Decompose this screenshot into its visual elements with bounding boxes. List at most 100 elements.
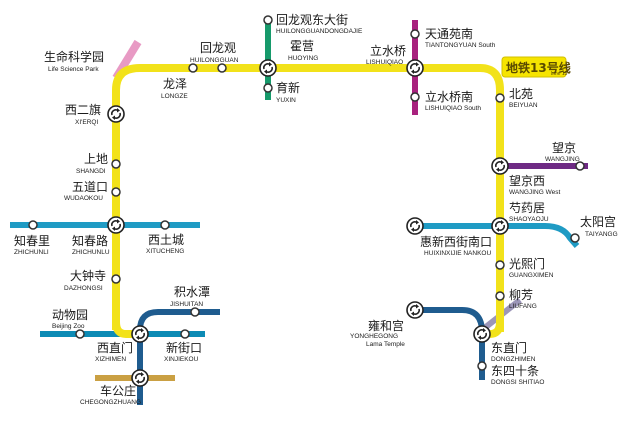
transfer-dongzhimen-icon[interactable]: [473, 325, 491, 343]
station-dongsishitiao[interactable]: [477, 361, 487, 371]
transfer-yonghegong-icon[interactable]: [406, 301, 424, 319]
label-dongzhimen: 东直门: [491, 340, 527, 355]
label-yonghegong: 雍和宫: [368, 318, 404, 333]
label-shaoyaoju: 芍药居: [509, 201, 545, 215]
label-dazhongsi-en: DAZHONGSI: [64, 285, 103, 292]
station-xitucheng[interactable]: [160, 220, 170, 230]
label-xierqi: 西二旗: [65, 102, 101, 117]
label-huilongguandongdajie: 回龙观东大街: [276, 13, 348, 27]
label-zhichunlu-en: ZHICHUNLU: [72, 249, 110, 256]
label-dongwuyuan-en: Beijing Zoo: [52, 323, 85, 330]
label-zhichunli-en: ZHICHUNLI: [14, 249, 49, 256]
label-yuxin-en: YUXIN: [276, 97, 296, 104]
line-13-bend-xizhimen: [112, 321, 140, 338]
label-yonghegong-en: YONGHEGONG: [350, 333, 398, 340]
transfer-zhichunlu-icon[interactable]: [107, 216, 125, 234]
label-dongzhimen-en: DONGZHIMEN: [491, 356, 536, 363]
label-xinjiekou-en: XINJIEKOU: [164, 356, 199, 363]
station-huilongguan[interactable]: [217, 63, 227, 73]
label-guangximen: 光熙门: [509, 256, 545, 271]
station-liufang[interactable]: [495, 291, 505, 301]
transfer-lishuiqiao-icon[interactable]: [406, 59, 424, 77]
label-chegongzhuang-en: CHEGONGZHUANG: [80, 399, 141, 406]
station-taiyanggong[interactable]: [570, 233, 580, 243]
station-labels: 生命科学园 Life Science Park 西二旗 XI'ERQI 龙泽 L…: [14, 13, 618, 406]
label-huoying: 霍营: [290, 39, 314, 53]
station-guangximen[interactable]: [495, 260, 505, 270]
label-shangdi: 上地: [84, 152, 108, 166]
label-taiyanggong: 太阳宫: [580, 214, 616, 229]
label-tiantongyuannan-en: TIANTONGYUAN South: [425, 42, 496, 49]
station-dongwuyuan[interactable]: [75, 329, 85, 339]
station-xinjiekou[interactable]: [180, 329, 190, 339]
label-wangjingxi: 望京西: [509, 174, 545, 188]
label-shengmingkexueyuan: 生命科学园: [44, 49, 104, 64]
transfer-huixinxijienankou-icon[interactable]: [406, 217, 424, 235]
label-zhichunli: 知春里: [14, 234, 50, 248]
label-huixinxijienankou: 惠新西街南口: [420, 234, 492, 249]
label-xitucheng-en: XITUCHENG: [146, 248, 184, 255]
station-yuxin[interactable]: [263, 83, 273, 93]
station-lishuiqiaonan[interactable]: [410, 92, 420, 102]
label-wudaokou-en: WUDAOKOU: [64, 195, 103, 202]
line-13-badge: 地铁13号线 Line 13: [501, 56, 571, 78]
label-beiyuan-en: BEIYUAN: [509, 102, 538, 109]
label-huilongguan: 回龙观: [200, 41, 236, 55]
label-longze-en: LONGZE: [161, 93, 188, 100]
line-10-east: [408, 223, 580, 248]
label-yonghegong-en2: Lama Temple: [366, 341, 405, 348]
label-tiantongyuannan: 天通苑南: [425, 26, 473, 41]
station-shangdi[interactable]: [111, 159, 121, 169]
station-jishuitan[interactable]: [190, 307, 200, 317]
transfer-shaoyaoju-icon[interactable]: [491, 217, 509, 235]
label-xitucheng: 西土城: [148, 233, 184, 247]
label-lishuiqiaonan: 立水桥南: [425, 89, 473, 104]
label-guangximen-en: GUANGXIMEN: [509, 272, 554, 279]
label-xinjiekou: 新街口: [166, 340, 202, 355]
line-2-east: [408, 307, 485, 380]
label-wudaokou: 五道口: [72, 180, 108, 194]
label-chegongzhuang: 车公庄: [100, 383, 136, 398]
label-jishuitan-en: JISHUITAN: [170, 301, 203, 308]
label-huilongguandongdajie-en: HUILONGGUANDONGDAJIE: [276, 28, 363, 35]
label-zhichunlu: 知春路: [72, 233, 108, 248]
transfer-wangjingxi-icon[interactable]: [491, 157, 509, 175]
station-longze[interactable]: [188, 63, 198, 73]
label-wangjingxi-en: WANGJING West: [509, 189, 560, 196]
station-dazhongsi[interactable]: [111, 274, 121, 284]
transfer-xizhimen-icon[interactable]: [131, 325, 149, 343]
station-zhichunli[interactable]: [28, 220, 38, 230]
label-dongwuyuan: 动物园: [52, 308, 88, 322]
transfer-huoying-icon[interactable]: [259, 59, 277, 77]
label-shaoyaoju-en: SHAOYAOJU: [509, 216, 549, 223]
label-xizhimen-en: XIZHIMEN: [95, 356, 126, 363]
label-lishuiqiaonan-en: LISHUIQIAO South: [425, 105, 481, 112]
label-wangjing-en: WANGJING: [545, 156, 580, 163]
station-wudaokou[interactable]: [111, 187, 121, 197]
label-yuxin: 育新: [276, 80, 300, 95]
label-taiyanggong-en: TAIYANGG: [585, 231, 618, 238]
label-longze: 龙泽: [163, 77, 187, 91]
badge-title: 地铁13号线: [506, 60, 571, 75]
badge-subtitle: Line 13: [551, 71, 568, 77]
line-13: [112, 64, 504, 332]
transfer-xierqi-icon[interactable]: [107, 105, 125, 123]
label-huilongguan-en: HUILONGGUAN: [190, 57, 239, 64]
label-shangdi-en: SHANGDI: [76, 168, 106, 175]
label-beiyuan: 北苑: [509, 87, 533, 101]
label-shengmingkexueyuan-en: Life Science Park: [48, 66, 99, 73]
label-wangjing: 望京: [552, 141, 576, 155]
station-tiantongyuannan[interactable]: [410, 29, 420, 39]
transfer-chegongzhuang-icon[interactable]: [131, 369, 149, 387]
label-xierqi-en: XI'ERQI: [75, 119, 98, 126]
label-lishuiqiao: 立水桥: [370, 43, 406, 58]
label-lishuiqiao-en: LISHUIQIAO: [366, 59, 403, 66]
label-dongsishitiao-en: DONGSI SHITIAO: [491, 379, 544, 386]
station-huilongguandongdajie[interactable]: [263, 15, 273, 25]
station-beiyuan[interactable]: [495, 93, 505, 103]
station-wangjing[interactable]: [575, 161, 585, 171]
transfer-stations: [107, 59, 509, 387]
label-jishuitan: 积水潭: [174, 285, 210, 299]
